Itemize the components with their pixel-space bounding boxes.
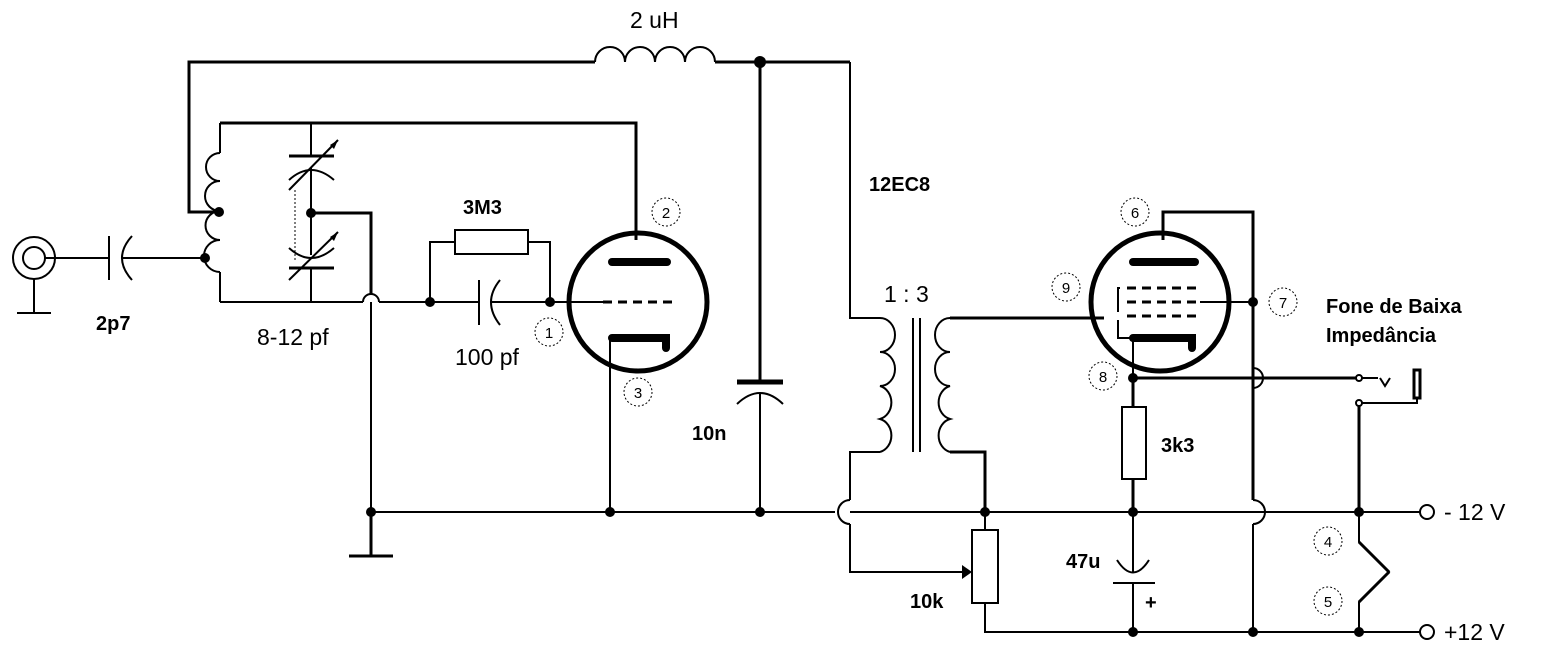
positive-supply-terminal[interactable]	[1419, 624, 1435, 640]
polarity-plus: +	[1145, 592, 1157, 614]
wire	[1161, 210, 1255, 500]
headphone-label-line2: Impedância	[1326, 325, 1437, 347]
wire	[220, 121, 638, 240]
rail-mask	[1420, 622, 1551, 642]
junction-dot	[214, 207, 224, 217]
positive-rail	[984, 603, 1551, 633]
pin-marker	[1120, 197, 1150, 227]
pin-marker	[1268, 287, 1298, 317]
negative-supply-terminal[interactable]	[1419, 504, 1435, 520]
wire	[311, 211, 373, 295]
wire	[187, 60, 595, 214]
pin-9-label: 9	[1062, 280, 1070, 297]
coupling-cap-label: 2p7	[96, 313, 130, 335]
headphone-jack[interactable]	[1355, 368, 1422, 407]
pin-5-label: 5	[1324, 594, 1332, 611]
wire	[429, 241, 455, 302]
pin-marker	[1088, 361, 1118, 391]
positive-supply-label: +12 V	[1444, 619, 1505, 645]
pin-marker	[651, 197, 681, 227]
wiper-arrow	[962, 565, 972, 579]
filament-link-segment	[1357, 570, 1391, 604]
pin-marker	[534, 317, 564, 347]
bypass-cap-label: 10n	[692, 423, 726, 445]
rf-choke-label: 2 uH	[630, 7, 679, 33]
potentiometer-label: 10k	[910, 591, 944, 613]
cathode-resistor	[1121, 406, 1147, 480]
pin-marker	[623, 377, 653, 407]
pentode-section	[1088, 230, 1232, 374]
wire	[528, 241, 551, 302]
tuning-cap-label: 8-12 pf	[257, 324, 329, 350]
junction-dot	[1248, 627, 1258, 637]
pin-3-label: 3	[634, 385, 642, 402]
junction-dot	[545, 297, 555, 307]
transformer-ratio-label: 1 : 3	[884, 281, 929, 307]
pin-marker	[1051, 272, 1081, 302]
junction-dot	[605, 507, 615, 517]
pin-7-label: 7	[1279, 295, 1287, 312]
wire	[849, 62, 880, 319]
headphone-label-line1: Fone de Baixa	[1326, 296, 1462, 318]
wire	[950, 450, 987, 512]
pin-6-label: 6	[1131, 205, 1139, 222]
filament-link	[1358, 512, 1391, 632]
pin-4-label: 4	[1324, 534, 1332, 551]
pin-marker	[1313, 526, 1343, 556]
wire	[849, 451, 880, 500]
wire-crossover	[837, 499, 851, 525]
grid-cap-label: 100 pf	[455, 344, 520, 370]
pin-8-label: 8	[1099, 369, 1107, 386]
electrolytic-capacitor	[1116, 559, 1150, 574]
antenna-connector	[12, 236, 56, 314]
grid-leak-label: 3M3	[463, 197, 502, 219]
wire	[849, 524, 962, 573]
junction-dot	[1354, 627, 1364, 637]
grid-leak-resistor	[454, 229, 529, 255]
pin-2-label: 2	[662, 205, 670, 222]
negative-supply-label: - 12 V	[1444, 499, 1506, 525]
pin-marker	[1313, 586, 1343, 616]
filament-link-segment	[1357, 540, 1391, 574]
rf-choke	[594, 46, 716, 63]
potentiometer[interactable]	[971, 529, 999, 604]
cathode-resistor-label: 3k3	[1161, 435, 1194, 457]
tube-label: 12EC8	[869, 174, 930, 196]
transformer	[876, 317, 954, 453]
triode-section	[566, 230, 710, 512]
wire-crossover	[362, 293, 380, 303]
junction-dot	[1248, 297, 1258, 307]
electrolytic-cap-label: 47u	[1066, 551, 1100, 573]
pin-1-label: 1	[545, 325, 553, 342]
junction-dot	[1128, 627, 1138, 637]
